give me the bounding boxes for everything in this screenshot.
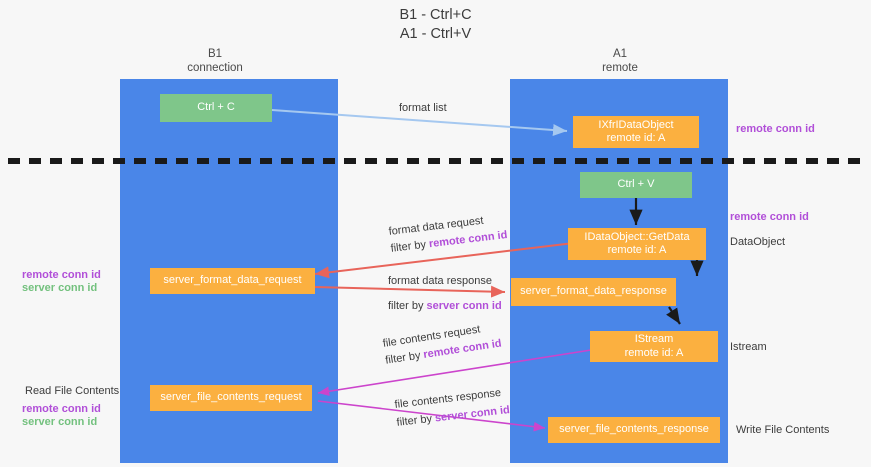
annotation-left-remote-conn-id: remote conn id bbox=[22, 269, 101, 281]
node-server-format-data-request-label: server_format_data_request bbox=[163, 274, 302, 287]
node-idataobject[interactable]: IXfrIDataObject remote id: A bbox=[573, 116, 699, 148]
title-line-1: B1 - Ctrl+C bbox=[399, 7, 472, 23]
arrow-response-to-istream bbox=[666, 306, 681, 325]
filter-prefix-2: filter by bbox=[388, 299, 427, 312]
page-title: B1 - Ctrl+C A1 - Ctrl+V bbox=[0, 6, 871, 44]
node-ctrl-c[interactable]: Ctrl + C bbox=[160, 94, 272, 122]
annotation-left-server-conn-id: server conn id bbox=[22, 282, 98, 294]
column-header-b1-name: B1 bbox=[207, 48, 223, 60]
node-getdata-line2: remote id: A bbox=[607, 244, 667, 256]
node-idataobject-line2: remote id: A bbox=[606, 132, 666, 144]
edge-label-format-list: format list bbox=[399, 102, 447, 114]
column-header-b1-sub: connection bbox=[187, 62, 243, 74]
arrow-file-contents-response bbox=[317, 400, 546, 432]
node-server-format-data-response-label: server_format_data_response bbox=[520, 285, 667, 298]
arrow-format-data-response bbox=[314, 285, 506, 298]
node-server-file-contents-response[interactable]: server_file_contents_response bbox=[548, 417, 720, 443]
column-header-a1-sub: remote bbox=[602, 62, 638, 74]
node-ctrl-c-label: Ctrl + C bbox=[197, 101, 235, 114]
annotation-right-write-file-contents: Write File Contents bbox=[736, 424, 830, 436]
edge-label-format-data-response-filter: filter by server conn id bbox=[388, 300, 502, 314]
annotation-right-dataobject: DataObject bbox=[730, 236, 786, 248]
column-header-a1-name: A1 bbox=[612, 48, 628, 60]
column-header-a1: A1 remote bbox=[560, 47, 680, 75]
node-server-format-data-response[interactable]: server_format_data_response bbox=[511, 278, 676, 306]
annotation-left-read-file-contents: Read File Contents bbox=[25, 385, 120, 397]
filter-prefix-1: filter by bbox=[389, 237, 430, 255]
node-istream-line2: remote id: A bbox=[624, 346, 684, 359]
filter-key-server-conn-id-1: server conn id bbox=[426, 299, 502, 312]
annotation-left-remote-conn-id-2: remote conn id bbox=[22, 403, 101, 415]
edge-label-format-data-response-group: format data response filter by server co… bbox=[388, 275, 502, 313]
arrow-format-data-request bbox=[314, 242, 575, 279]
edge-label-format-data-response: format data response bbox=[388, 275, 492, 287]
column-header-b1: B1 connection bbox=[155, 47, 275, 75]
arrow-format-list bbox=[271, 109, 568, 136]
filter-prefix-4: filter by bbox=[395, 412, 436, 429]
annotation-right-istream: Istream bbox=[730, 341, 767, 353]
node-server-file-contents-request[interactable]: server_file_contents_request bbox=[150, 385, 312, 411]
node-server-format-data-request[interactable]: server_format_data_request bbox=[150, 268, 315, 294]
node-ctrl-v-label: Ctrl + V bbox=[617, 178, 655, 191]
node-istream[interactable]: IStream remote id: A bbox=[590, 331, 718, 362]
title-line-2: A1 - Ctrl+V bbox=[399, 26, 472, 42]
node-ctrl-v[interactable]: Ctrl + V bbox=[580, 172, 692, 198]
node-idataobject-line1: IXfrIDataObject bbox=[598, 118, 674, 131]
node-idataobject-getdata[interactable]: IDataObject::GetData remote id: A bbox=[568, 228, 706, 260]
annotation-right-remote-conn-id-mid: remote conn id bbox=[730, 211, 809, 223]
node-server-file-contents-response-label: server_file_contents_response bbox=[559, 423, 709, 436]
arrow-file-contents-request bbox=[317, 349, 592, 396]
node-istream-line1: IStream bbox=[634, 333, 674, 345]
node-server-file-contents-request-label: server_file_contents_request bbox=[160, 391, 302, 404]
annotation-right-remote-conn-id-top: remote conn id bbox=[736, 123, 815, 135]
annotation-left-server-conn-id-2: server conn id bbox=[22, 416, 98, 428]
node-getdata-line1: IDataObject::GetData bbox=[584, 230, 690, 243]
